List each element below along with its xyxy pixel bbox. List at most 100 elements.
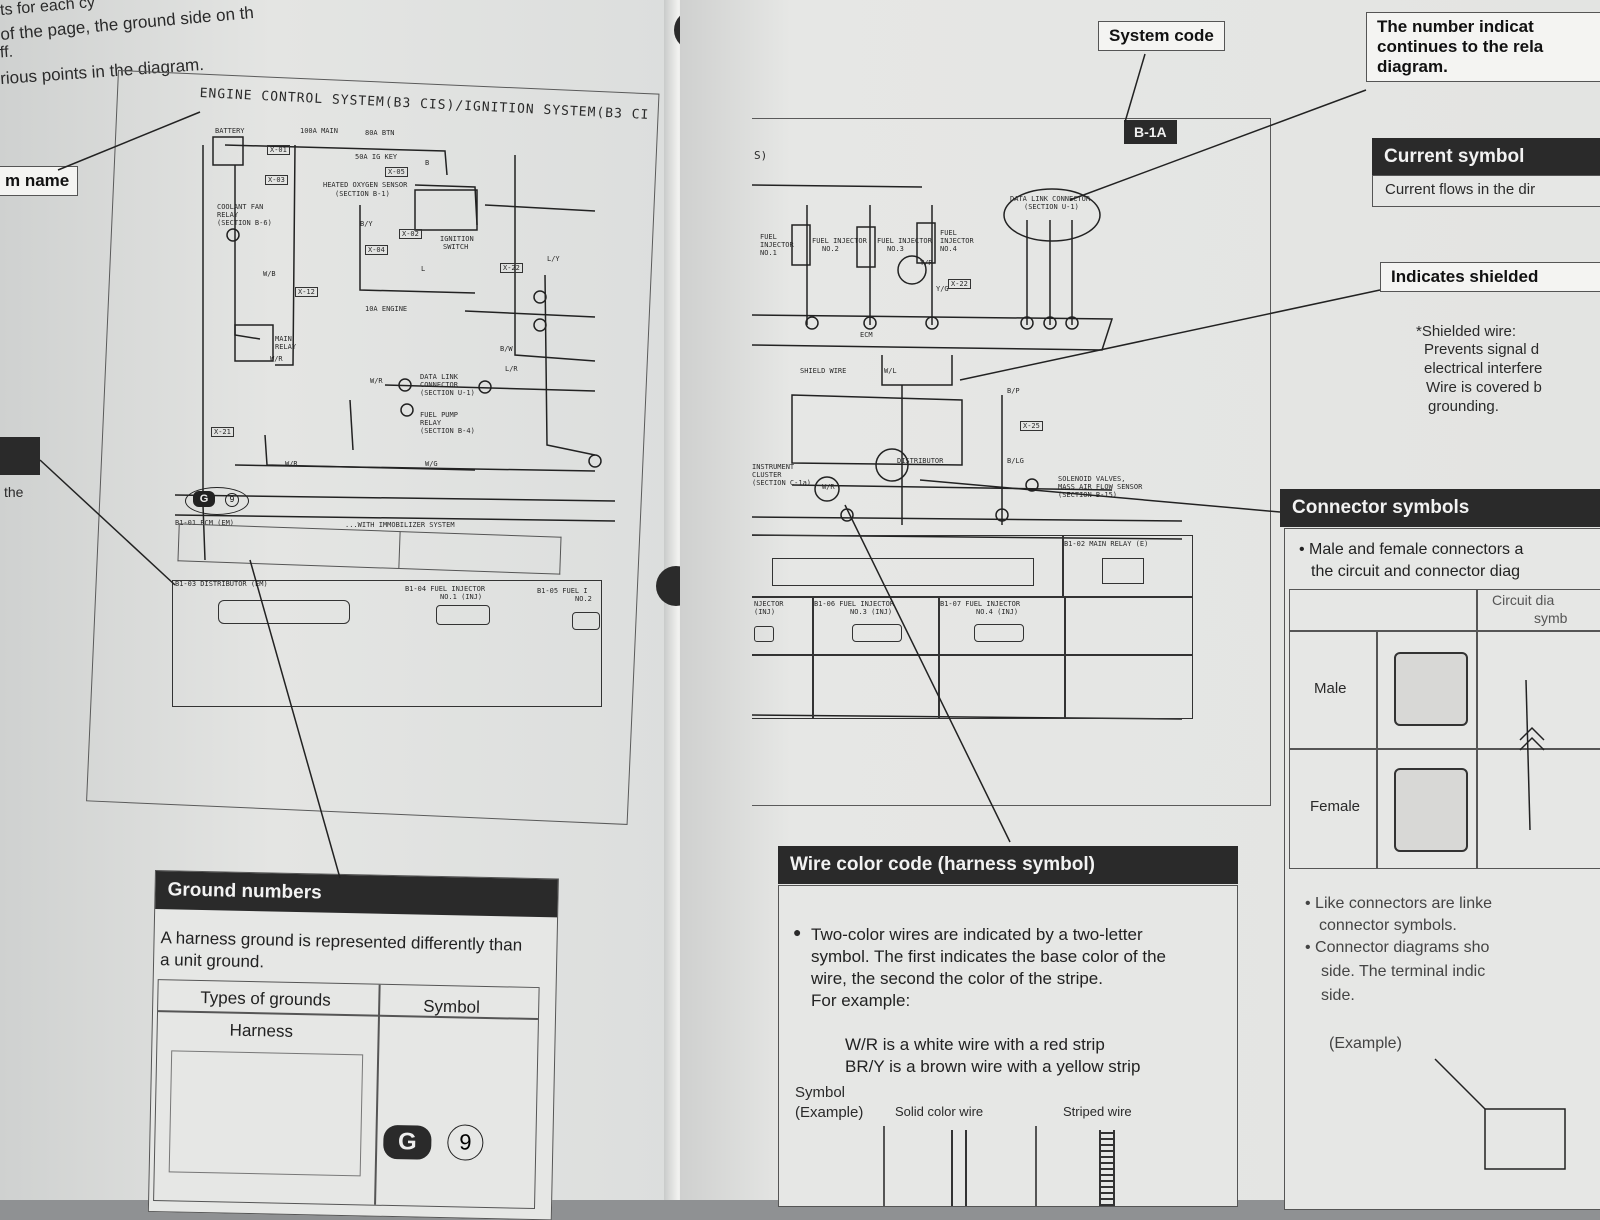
striped-wire-icon [1099, 1130, 1115, 1206]
male-connector-icon [1394, 652, 1468, 726]
wire-code-6: B/W [500, 345, 513, 353]
wire-code-2: B/Y [360, 220, 373, 228]
engine-fuse-label: 10A ENGINE [365, 305, 408, 313]
right-connector-table: B1-02 MAIN RELAY (E) NJECTOR (INJ) B1-06… [752, 535, 1193, 719]
main-fuse-label: 100A MAIN [300, 127, 338, 135]
shielded-line-4: Wire is covered b [1426, 379, 1542, 396]
battery-label: BATTERY [215, 127, 245, 135]
wire-code-4: W/B [263, 270, 276, 278]
ground-number-icon: 9 [446, 1124, 484, 1161]
coolant-fan-label: COOLANT FAN [217, 203, 264, 211]
ground-numbers-heading: Ground numbers [155, 871, 558, 918]
data-link-right-section: (SECTION U-1) [1024, 203, 1079, 211]
harness-ground-icon: G [383, 1124, 432, 1160]
fuel-inj-row2-label: B1-06 FUEL INJECTOR [814, 600, 895, 608]
wire-code-1: W/R [270, 355, 283, 363]
main-connector-grid [772, 558, 1034, 586]
current-symbol-panel: Current flows in the dir [1372, 175, 1600, 207]
harness-row-label: Harness [229, 1020, 294, 1041]
conn-x22-label: X-22 [948, 279, 971, 289]
wire-color-text-2: symbol. The first indicates the base col… [811, 947, 1166, 966]
current-symbol-heading: Current symbol [1372, 138, 1600, 176]
wire-bp-label: B/P [1007, 387, 1020, 395]
wire-code-3: L/R [505, 365, 518, 373]
injector-edge-connector [754, 626, 774, 642]
solenoid-label: SOLENOID VALVES, [1058, 475, 1126, 483]
shielded-line-3: electrical interfere [1424, 360, 1543, 377]
fuel-inj-3-label-2: NO.3 [887, 245, 904, 253]
conn-code-6: X-21 [211, 427, 234, 437]
conn-code-5: X-22 [500, 263, 523, 273]
striped-wire-label: Striped wire [1063, 1104, 1132, 1119]
connector-bullet-1b: connector symbols. [1319, 917, 1457, 934]
distributor-label: B1-03 DISTRIBUTOR (EM) [175, 580, 268, 588]
conn-code-7: X-02 [399, 229, 422, 239]
system-code-callout: System code [1098, 21, 1225, 51]
ground-types-table: Types of grounds Symbol Harness G 9 [153, 979, 540, 1210]
shielded-line-2: Prevents signal d [1424, 341, 1540, 358]
wire-code-10: W/R [285, 460, 298, 468]
wire-code-7: W/R [370, 377, 383, 385]
right-diagram-frame [752, 118, 1271, 806]
wiring-lines-left [174, 136, 616, 561]
wire-wr-label: W/R [822, 483, 835, 491]
injector-4-connector [974, 624, 1024, 642]
wire-blg-label: B/LG [1007, 457, 1024, 465]
fuel-pump-section: (SECTION B-4) [420, 427, 475, 435]
symbol-header-right: symb [1534, 610, 1568, 626]
coolant-section: (SECTION B-6) [217, 219, 272, 227]
wire-code-9: B [425, 159, 430, 167]
fuel-pump-label: FUEL PUMP [420, 411, 458, 419]
main-relay-label-2: RELAY [275, 343, 297, 351]
number-indicates-line-3: diagram. [1377, 57, 1448, 76]
ground-symbol-icon: G [193, 491, 215, 507]
number-indicates-line-2: continues to the rela [1377, 37, 1544, 56]
solid-wire-label: Solid color wire [895, 1104, 984, 1119]
fuel-inj-4-label-3: NO.4 [940, 245, 957, 253]
wire-code-8: L [421, 265, 426, 273]
immobilizer-label: ...WITH IMMOBILIZER SYSTEM [345, 521, 455, 529]
conn-code-3: X-05 [385, 167, 408, 177]
solenoid-section: (SECTION B-15) [1058, 491, 1118, 499]
conn-code-8: X-03 [265, 175, 288, 185]
symbol-example-label-1: Symbol [795, 1084, 846, 1101]
male-row-label: Male [1314, 680, 1347, 697]
connector-line-2: the circuit and connector diag [1311, 563, 1521, 580]
number-indicates-line-1: The number indicat [1377, 17, 1534, 36]
instrument-label: INSTRUMENT [752, 463, 795, 471]
data-link-label: DATA LINK [420, 373, 458, 381]
connector-table: Circuit dia symb Male Female [1289, 589, 1600, 869]
symbol-header: Symbol [423, 996, 481, 1017]
wire-color-example-2: BR/Y is a brown wire with a yellow strip [845, 1057, 1141, 1076]
example-connector-drawing [1434, 1058, 1566, 1170]
fuel-pump-label-2: RELAY [420, 419, 442, 427]
left-edge-dark-head [0, 437, 40, 475]
injector-row-label: NJECTOR [754, 600, 784, 608]
fuel-inj-3-label: FUEL INJECTOR [877, 237, 932, 245]
main-relay-connector [1102, 558, 1144, 584]
fuel-inj-2-label: FUEL INJECTOR [812, 237, 867, 245]
ignition-switch-label: IGNITION [440, 235, 474, 243]
fuel-inj-1-label-2: INJECTOR [760, 241, 794, 249]
circuit-symbol-drawing [1519, 679, 1545, 831]
wiring-diagram-left: BATTERY 100A MAIN 80A BTN 50A IG KEY HEA… [174, 115, 616, 715]
wire-color-text-4: For example: [811, 991, 911, 1010]
data-link-label-2: CONNECTOR [420, 381, 458, 389]
wire-wl-label: W/L [884, 367, 897, 375]
wire-color-panel: ● Two-color wires are indicated by a two… [778, 885, 1238, 1207]
shield-wire-label: SHIELD WIRE [800, 367, 847, 375]
wire-yg-label: Y/G [936, 285, 949, 293]
ecm-row-label: B1-01 ECM (EM) [175, 519, 235, 527]
conn-x25-label: X-25 [1020, 421, 1043, 431]
number-indicates-callout: The number indicat continues to the rela… [1366, 12, 1600, 82]
data-link-section: (SECTION U-1) [420, 389, 475, 397]
ecm-right-label: ECM [860, 331, 873, 339]
right-section-label: S) [754, 149, 768, 162]
conn-code-4: X-12 [295, 287, 318, 297]
ignition-switch-label-2: SWITCH [443, 243, 469, 251]
wire-color-text-1: Two-color wires are indicated by a two-l… [811, 925, 1143, 944]
fuel-inj-2-label-2: NO.2 [822, 245, 839, 253]
fuel-inj-row3-label: B1-07 FUEL INJECTOR [940, 600, 1021, 608]
circuit-diagram-header: Circuit dia [1492, 592, 1555, 608]
left-edge-text: the [4, 484, 24, 500]
